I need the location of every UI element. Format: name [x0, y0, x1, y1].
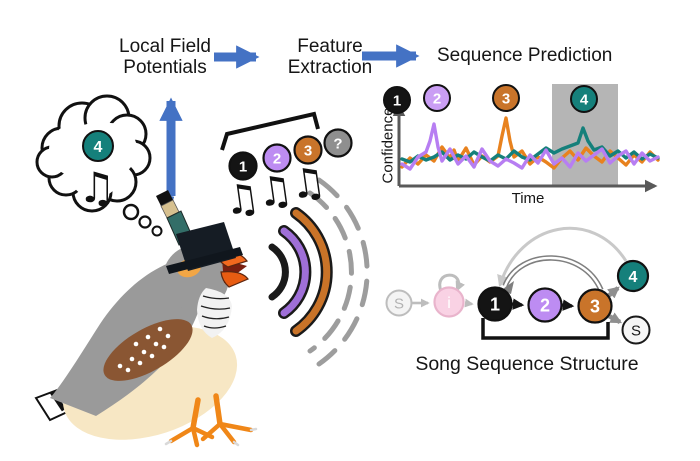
plot-marker-1-label: 1	[393, 93, 401, 110]
confidence-plot: 1 2 3 4	[383, 84, 660, 193]
pipeline-step-feature-extraction: Feature Extraction	[287, 36, 373, 78]
node-syllable-2	[527, 287, 563, 323]
bird-throat	[197, 288, 232, 338]
node-end	[621, 315, 651, 345]
device-hat-brim	[166, 247, 243, 274]
transition-2-to-3	[561, 299, 575, 311]
thought-bubble: ♫ 4	[35, 94, 163, 237]
syllable-marker-3	[293, 135, 323, 165]
bubble-trail-3	[151, 225, 163, 237]
wave-arc-black	[268, 243, 289, 301]
syllable-marker-2-label: 2	[273, 151, 281, 168]
node-syllable-3	[577, 288, 613, 324]
bird-illustration	[34, 190, 258, 448]
motif-bracket	[481, 318, 610, 340]
wave-arc-purple	[280, 227, 309, 317]
node-start	[385, 289, 413, 317]
syllable-marker-1	[228, 151, 258, 181]
music-note-icon: ♫	[254, 166, 296, 217]
pipeline-arrows	[159, 44, 420, 196]
syllable-marker-unknown	[323, 128, 353, 158]
syllable-marker-2	[262, 143, 292, 173]
plot-marker-2-label: 2	[433, 91, 441, 108]
plot-xlabel: Time	[511, 190, 545, 207]
plot-marker-2	[423, 84, 451, 112]
bird-back	[50, 256, 205, 416]
trace-syllable-2	[400, 122, 660, 171]
node-syllable-1	[477, 286, 513, 322]
node-intro	[433, 286, 465, 318]
node-start-label: S	[394, 296, 404, 313]
node-syllable-2-label: 2	[540, 296, 550, 316]
structure-title: Song Sequence Structure	[415, 353, 639, 375]
node-syllable-4	[616, 259, 650, 293]
bird-claws	[164, 427, 258, 447]
thought-syllable-badge	[82, 130, 114, 162]
plot-marker-1	[383, 86, 411, 114]
sequence-bracket	[220, 111, 320, 151]
syllable-sequence: 1 2 3 ? ♫ ♫ ♫	[220, 111, 353, 225]
music-note-icon: ♫	[287, 158, 329, 209]
thought-music-note-icon: ♫	[78, 163, 116, 212]
syllable-marker-unknown-label: ?	[333, 136, 342, 153]
pipeline-step-lfp: Local Field Potentials	[119, 36, 211, 78]
transition-1-to-2	[511, 298, 525, 310]
song-structure-diagram: S i 1 2 3 4 S	[385, 226, 651, 345]
sound-waves	[268, 177, 370, 367]
wave-arc-orange	[292, 209, 331, 335]
bubble-trail-1	[122, 203, 140, 221]
bird-wing-patch	[103, 319, 193, 381]
node-syllable-4-label: 4	[629, 269, 638, 286]
node-syllable-1-label: 1	[490, 295, 500, 315]
syllable-marker-3-label: 3	[304, 143, 312, 160]
transition-intro-to-1	[464, 298, 474, 308]
plot-marker-3-label: 3	[502, 91, 510, 108]
wave-arc-dashed-1	[307, 190, 354, 354]
plot-marker-4	[570, 85, 598, 113]
node-syllable-3-label: 3	[590, 297, 600, 317]
bird-legs	[168, 393, 254, 448]
pipeline-step-sequence-prediction: Sequence Prediction	[437, 45, 613, 66]
thought-syllable-label: 4	[94, 139, 103, 156]
transition-intro-self-loop	[438, 273, 465, 292]
neural-logger-device	[156, 190, 243, 274]
node-end-label: S	[631, 323, 641, 340]
transition-3-to-1	[502, 255, 604, 292]
plot-ylabel: Confidence	[379, 107, 397, 184]
syllable-marker-1-label: 1	[239, 159, 247, 176]
plot-marker-4-label: 4	[580, 92, 589, 109]
node-intro-label: i	[447, 295, 451, 312]
music-note-icon: ♫	[221, 174, 263, 225]
transition-4-to-1	[497, 226, 628, 288]
plot-marker-3	[492, 84, 520, 112]
bubble-trail-2	[138, 215, 152, 229]
